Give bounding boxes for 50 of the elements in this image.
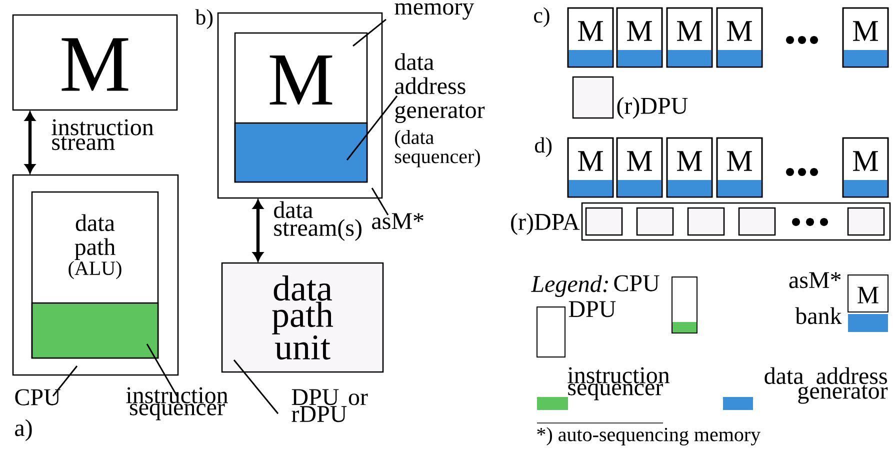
legend-text: instruction sequencer [568, 367, 670, 400]
leader-line [52, 366, 78, 396]
data-path-unit-box: data path unit [221, 262, 384, 373]
memory-box: M [12, 14, 178, 111]
part-label: DPU or rDPU [292, 389, 368, 422]
dpu-box: (r)DPU [572, 76, 688, 119]
dpu-box [738, 207, 776, 236]
memory-bank-box: M [616, 137, 663, 198]
memory-bank-box: M [842, 137, 889, 198]
part-label: memory [394, 3, 474, 20]
part-label: data address generator (data sequencer) [395, 53, 485, 168]
memory-bank-box: M [666, 137, 713, 198]
memory-bank-box: M [567, 137, 614, 198]
memory-bank-box: M [666, 7, 713, 68]
part-label: asM* [372, 213, 424, 230]
legend-text: asM* [789, 272, 841, 288]
dpu-box [847, 207, 885, 236]
leader-line [346, 96, 398, 160]
dpu-box [636, 207, 674, 236]
memory-bank-box: M [716, 137, 763, 198]
edge-label: data stream(s) [272, 200, 370, 242]
panel-letter: b) [195, 9, 213, 30]
legend-text: CPU [614, 275, 660, 292]
footnote: *) auto-sequencing memory [537, 427, 761, 446]
sample-letter: M [858, 286, 878, 304]
memory-bank-box: M [842, 7, 889, 68]
node-label: (r)DPA [511, 213, 580, 235]
leader-line [233, 360, 279, 414]
edge-label: instruction stream [50, 118, 154, 152]
panel-letter: a) [15, 419, 32, 441]
part-label: instruction sequencer [126, 387, 228, 420]
memory-bank-box: M [616, 7, 663, 68]
double-arrow [24, 112, 36, 174]
memory-bank-box: M [716, 7, 763, 68]
leader-line [146, 344, 178, 396]
node-label: (r)DPU [617, 97, 688, 119]
panel-letter: c) [534, 7, 550, 28]
part-label: CPU [15, 389, 60, 406]
legend-text: DPU [568, 301, 616, 318]
dpu-box [585, 207, 623, 236]
double-arrow [252, 200, 264, 262]
sequencer-block [31, 302, 159, 359]
memory-bank-box: M [567, 7, 614, 68]
legend-text: data address generator [764, 367, 888, 404]
panel-letter: d) [535, 137, 552, 158]
legend-text: bank [795, 307, 842, 324]
dpu-box [687, 207, 725, 236]
address-generator-block [234, 122, 368, 183]
legend-title: Legend: [530, 275, 608, 297]
leader-line [371, 188, 389, 216]
